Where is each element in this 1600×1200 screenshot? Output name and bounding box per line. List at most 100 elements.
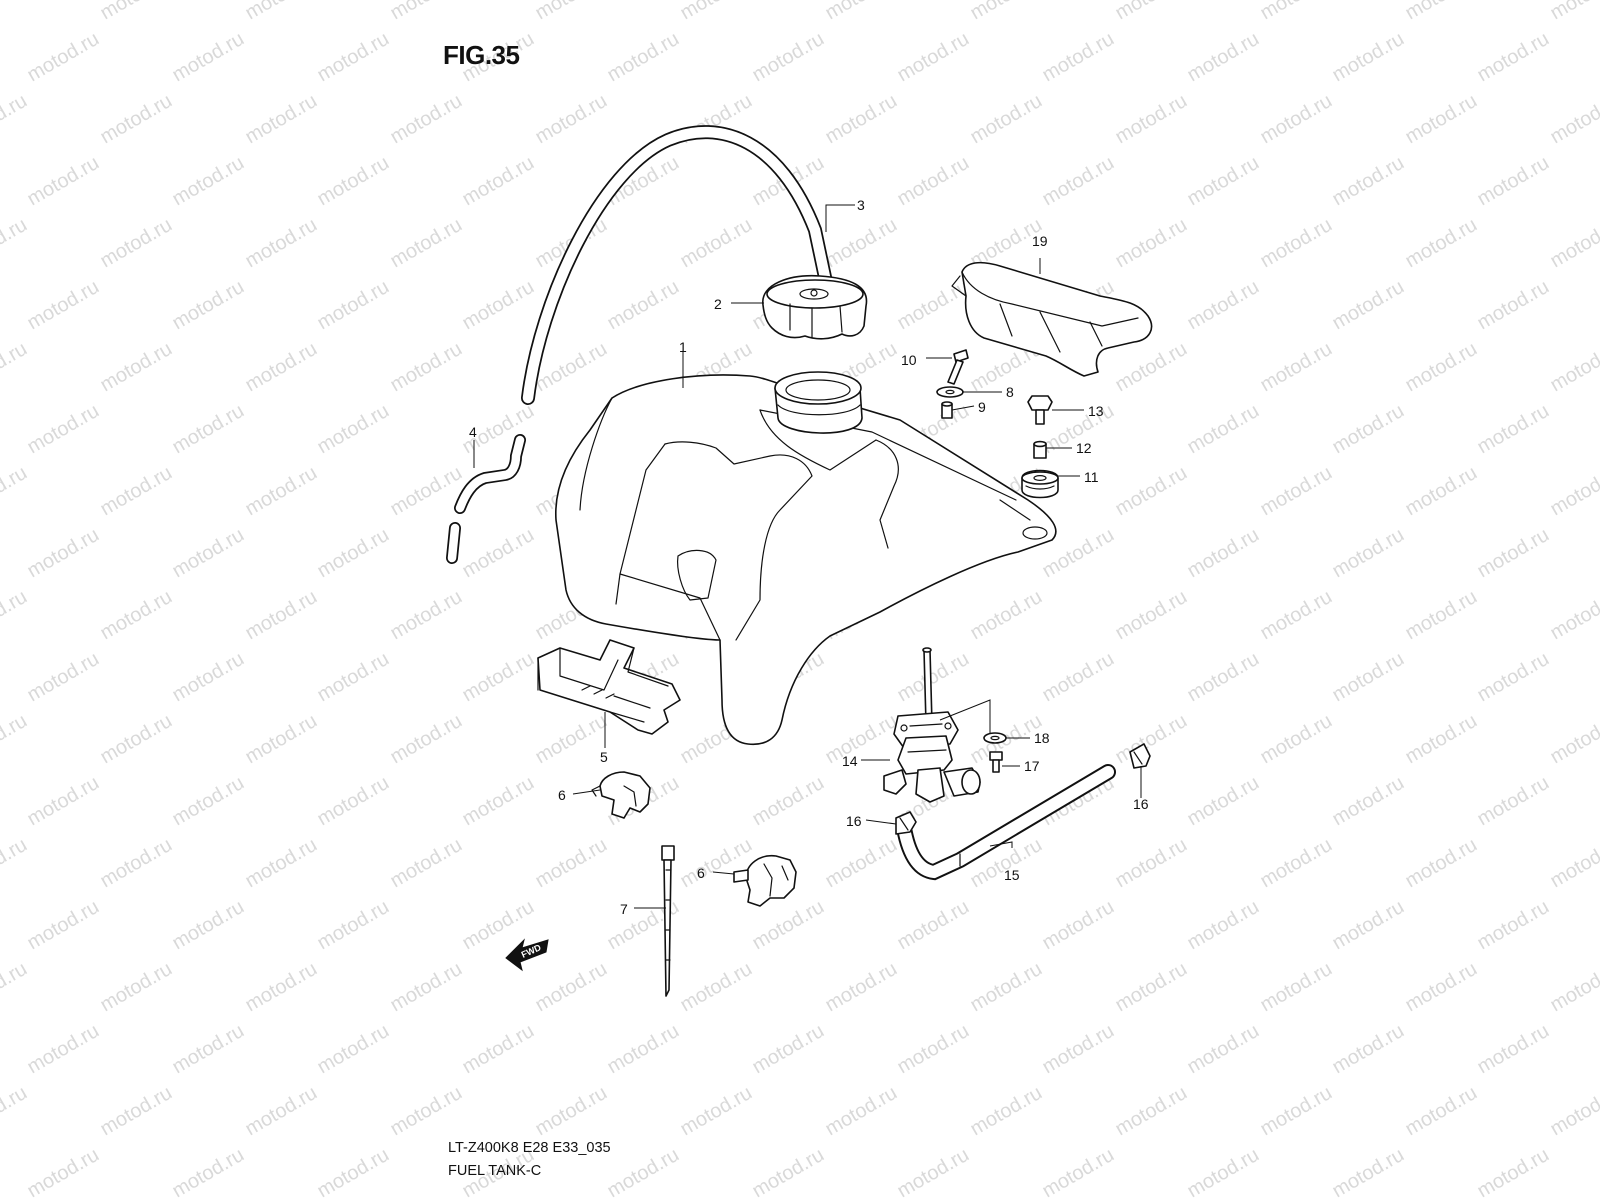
watermark-text: motod.ru [24, 276, 103, 335]
fuel-cap [762, 274, 868, 340]
watermark-text: motod.ru [314, 524, 393, 583]
watermark-text: motod.ru [0, 586, 31, 645]
watermark-text: motod.ru [1474, 1144, 1553, 1200]
watermark-text: motod.ru [169, 524, 248, 583]
watermark-text: motod.ru [459, 524, 538, 583]
watermark-text: motod.ru [314, 276, 393, 335]
watermark-text: motod.ru [1184, 152, 1263, 211]
watermark-text: motod.ru [677, 1082, 756, 1141]
watermark-text: motod.ru [1474, 772, 1553, 831]
watermark-text: motod.ru [1329, 276, 1408, 335]
watermark-text: motod.ru [1547, 958, 1600, 1017]
watermark-text: motod.ru [532, 90, 611, 149]
watermark-text: motod.ru [242, 1082, 321, 1141]
watermark-text: motod.ru [894, 648, 973, 707]
watermark-text: motod.ru [97, 214, 176, 273]
watermark-text: motod.ru [387, 0, 466, 24]
watermark-text: motod.ru [97, 338, 176, 397]
watermark-text: motod.ru [242, 834, 321, 893]
watermark-text: motod.ru [1257, 710, 1336, 769]
watermark-text: motod.ru [387, 90, 466, 149]
watermark-text: motod.ru [1184, 772, 1263, 831]
callout-13: 13 [1088, 403, 1104, 419]
watermark-text: motod.ru [1184, 1144, 1263, 1200]
watermark-text: motod.ru [459, 1020, 538, 1079]
callout-1: 1 [679, 339, 687, 355]
hose-clip-16b [1129, 743, 1151, 769]
watermark-text: motod.ru [0, 834, 31, 893]
watermark-text: motod.ru [1547, 462, 1600, 521]
fuel-valve-14 [883, 647, 981, 803]
watermark-text: motod.ru [169, 276, 248, 335]
watermark-text: motod.ru [387, 462, 466, 521]
watermark-text: motod.ru [1474, 400, 1553, 459]
forward-arrow-icon: FWD [505, 938, 549, 972]
watermark-text: motod.ru [1402, 214, 1481, 273]
watermark-text: motod.ru [1039, 152, 1118, 211]
watermark-text: motod.ru [749, 772, 828, 831]
watermark-text: motod.ru [242, 586, 321, 645]
watermark-text: motod.ru [749, 28, 828, 87]
spacer-9 [941, 401, 953, 419]
watermark-text: motod.ru [822, 0, 901, 24]
watermark-text: motod.ru [1329, 1020, 1408, 1079]
watermark-text: motod.ru [749, 1144, 828, 1200]
watermark-text: motod.ru [242, 214, 321, 273]
watermark-text: motod.ru [1329, 28, 1408, 87]
watermark-text: motod.ru [169, 400, 248, 459]
watermark-text: motod.ru [242, 462, 321, 521]
watermark-text: motod.ru [1329, 524, 1408, 583]
watermark-text: motod.ru [97, 958, 176, 1017]
watermark-text: motod.ru [242, 338, 321, 397]
watermark-text: motod.ru [749, 1020, 828, 1079]
watermark-text: motod.ru [1257, 1082, 1336, 1141]
watermark-text: motod.ru [1112, 90, 1191, 149]
watermark-text: motod.ru [1112, 586, 1191, 645]
watermark-text: motod.ru [604, 1144, 683, 1200]
watermark-text: motod.ru [0, 0, 31, 24]
clamp-6a [591, 771, 651, 819]
callout-8: 8 [1006, 384, 1014, 400]
filler-neck [774, 371, 863, 434]
fuel-hose-15 [896, 764, 1116, 881]
watermark-text: motod.ru [0, 958, 31, 1017]
cable-tie-7 [661, 845, 675, 997]
watermark-text: motod.ru [1039, 1144, 1118, 1200]
clamp-6b [733, 854, 797, 907]
watermark-text: motod.ru [1257, 958, 1336, 1017]
watermark-text: motod.ru [1474, 28, 1553, 87]
watermark-text: motod.ru [1474, 524, 1553, 583]
watermark-text: motod.ru [1402, 1082, 1481, 1141]
watermark-text: motod.ru [604, 28, 683, 87]
watermark-text: motod.ru [169, 28, 248, 87]
watermark-text: motod.ru [894, 1144, 973, 1200]
watermark-text: motod.ru [314, 400, 393, 459]
watermark-text: motod.ru [387, 338, 466, 397]
watermark-text: motod.ru [677, 958, 756, 1017]
watermark-text: motod.ru [0, 214, 31, 273]
watermark-text: motod.ru [242, 710, 321, 769]
watermark-text: motod.ru [1402, 338, 1481, 397]
watermark-text: motod.ru [242, 90, 321, 149]
callout-14: 14 [842, 753, 858, 769]
watermark-text: motod.ru [1257, 338, 1336, 397]
callout-16-right: 16 [1133, 796, 1149, 812]
watermark-text: motod.ru [1039, 896, 1118, 955]
watermark-text: motod.ru [894, 276, 973, 335]
watermark-text: motod.ru [967, 1082, 1046, 1141]
callout-7: 7 [620, 901, 628, 917]
watermark-text: motod.ru [532, 834, 611, 893]
watermark-text: motod.ru [314, 1020, 393, 1079]
watermark-text: motod.ru [24, 152, 103, 211]
watermark-text: motod.ru [387, 1082, 466, 1141]
watermark-text: motod.ru [97, 1082, 176, 1141]
watermark-text: motod.ru [0, 90, 31, 149]
watermark-text: motod.ru [1112, 1082, 1191, 1141]
watermark-text: motod.ru [1039, 648, 1118, 707]
bolt-10 [947, 349, 969, 385]
watermark-text: motod.ru [0, 1082, 31, 1141]
watermark-text: motod.ru [169, 152, 248, 211]
watermark-text: motod.ru [1184, 28, 1263, 87]
screw-17 [989, 751, 1003, 773]
figure-title: FIG.35 [443, 40, 520, 70]
